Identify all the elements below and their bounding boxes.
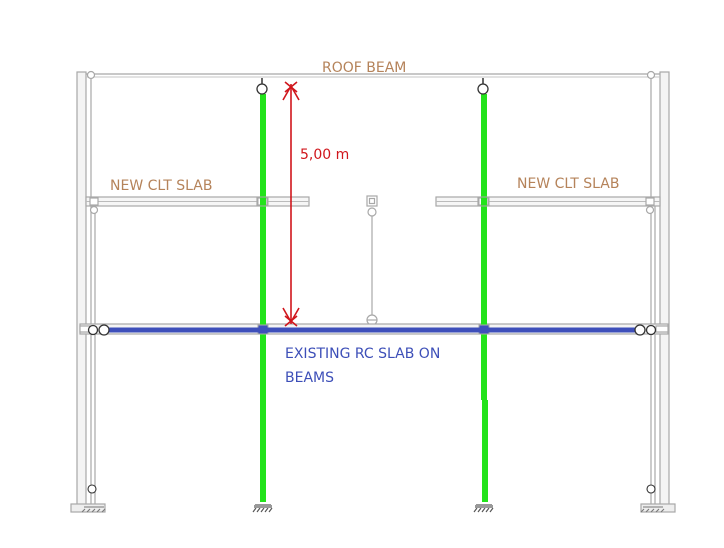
fixed-support-right — [473, 504, 494, 513]
rc-slab-label-line1: EXISTING RC SLAB ON — [285, 346, 440, 362]
roof-beam-label: ROOF BEAM — [322, 60, 406, 76]
right-outer-column — [640, 71, 676, 513]
dimension-label: 5,00 m — [300, 147, 349, 163]
roof-hinge-left — [86, 70, 96, 80]
green-column-left — [256, 78, 269, 502]
pinned-support-outer-left — [81, 484, 106, 513]
clt-slab-left-label: NEW CLT SLAB — [110, 178, 212, 194]
pinned-support-outer-right — [640, 484, 665, 513]
rc-slab-blue-line — [87, 324, 657, 336]
central-hanger — [366, 195, 378, 326]
rc-slab-label-line2: BEAMS — [285, 370, 334, 386]
clt-slab-left — [85, 196, 310, 215]
clt-slab-right-label: NEW CLT SLAB — [517, 176, 619, 192]
clt-slab-right — [435, 196, 661, 215]
fixed-support-left — [252, 504, 273, 513]
roof-beam — [86, 70, 660, 80]
left-outer-column — [70, 71, 106, 513]
green-column-right — [477, 78, 490, 502]
dimension-line — [282, 81, 300, 327]
roof-hinge-right — [646, 70, 656, 80]
